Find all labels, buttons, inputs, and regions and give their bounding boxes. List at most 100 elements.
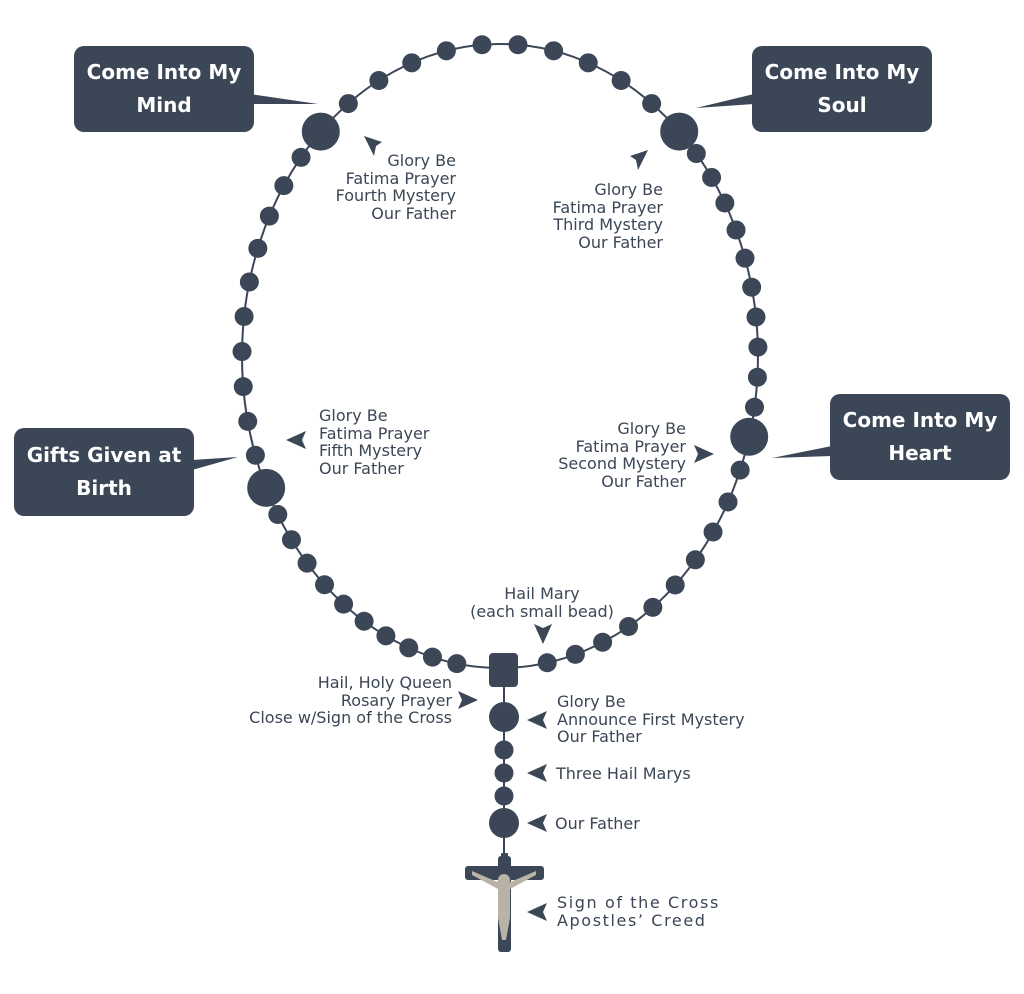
label-line: Announce First Mystery bbox=[557, 709, 745, 729]
callout-mind: Come Into My Mind bbox=[74, 46, 254, 132]
triangle-pointer-icon bbox=[694, 445, 714, 463]
pointer-group bbox=[286, 136, 714, 921]
triangle-pointer-icon bbox=[534, 624, 552, 644]
label-line: Fatima Prayer bbox=[319, 423, 430, 443]
small-bead bbox=[665, 575, 685, 595]
label-line: Our Father bbox=[555, 814, 640, 833]
small-bead bbox=[354, 611, 374, 631]
small-bead bbox=[268, 505, 288, 525]
label-line: Three Hail Marys bbox=[556, 764, 691, 783]
bead-loop bbox=[232, 35, 769, 674]
label-line: (each small bead) bbox=[470, 601, 614, 621]
label-line: Third Mystery bbox=[553, 215, 663, 234]
triangle-pointer-icon bbox=[630, 150, 648, 170]
large-bead bbox=[489, 808, 519, 838]
large-bead bbox=[301, 112, 340, 151]
label-line: Our Father bbox=[578, 232, 663, 252]
small-bead bbox=[245, 445, 265, 465]
small-bead bbox=[472, 35, 492, 55]
small-bead bbox=[746, 307, 766, 327]
small-bead bbox=[334, 594, 354, 614]
triangle-pointer-icon bbox=[527, 903, 547, 921]
large-bead bbox=[489, 702, 519, 732]
small-bead bbox=[748, 337, 768, 357]
small-bead bbox=[447, 654, 467, 674]
small-bead bbox=[369, 71, 389, 91]
small-bead bbox=[315, 575, 335, 595]
small-bead bbox=[686, 144, 706, 164]
callout-mind-line1: Come Into My bbox=[86, 60, 242, 84]
small-bead bbox=[718, 492, 738, 512]
small-bead bbox=[422, 647, 442, 667]
callout-tail-mind bbox=[250, 94, 318, 104]
label-line: Hail, Holy Queen bbox=[317, 673, 452, 692]
callout-heart-line2: Heart bbox=[888, 441, 952, 465]
small-bead bbox=[643, 597, 663, 617]
triangle-pointer-icon bbox=[458, 691, 478, 709]
small-bead bbox=[232, 342, 252, 362]
small-bead bbox=[239, 272, 259, 292]
label-hail-mary: Hail Mary (each small bead) bbox=[455, 585, 629, 620]
label-line: Fatima Prayer bbox=[575, 436, 686, 456]
small-bead bbox=[544, 41, 564, 61]
small-bead bbox=[248, 238, 268, 258]
callout-mind-line2: Mind bbox=[136, 93, 192, 117]
small-bead bbox=[234, 307, 254, 327]
small-bead bbox=[291, 147, 311, 167]
small-bead bbox=[537, 653, 557, 673]
large-bead bbox=[660, 112, 699, 151]
small-bead bbox=[685, 550, 705, 570]
small-bead bbox=[715, 193, 735, 213]
callout-tail-birth bbox=[192, 457, 238, 470]
small-bead bbox=[274, 176, 294, 196]
label-second-decade: Glory Be Fatima Prayer Second Mystery Ou… bbox=[516, 420, 686, 490]
small-bead bbox=[619, 617, 639, 637]
callout-tail-soul bbox=[696, 94, 754, 108]
triangle-pointer-icon bbox=[527, 814, 547, 832]
small-bead bbox=[642, 94, 662, 114]
small-bead bbox=[593, 632, 613, 652]
label-line: Fatima Prayer bbox=[345, 168, 456, 188]
label-line: Glory Be bbox=[617, 419, 686, 438]
callout-birth-line2: Birth bbox=[76, 476, 132, 500]
label-line: Our Father bbox=[601, 471, 686, 491]
triangle-pointer-icon bbox=[527, 764, 547, 782]
small-bead bbox=[726, 220, 746, 240]
triangle-pointer-icon bbox=[286, 431, 306, 449]
label-fifth-decade: Glory Be Fatima Prayer Fifth Mystery Our… bbox=[319, 407, 479, 477]
callout-soul-line1: Come Into My bbox=[764, 60, 920, 84]
small-bead bbox=[376, 626, 396, 646]
small-bead bbox=[747, 367, 767, 387]
small-bead bbox=[494, 740, 514, 760]
small-bead bbox=[259, 206, 279, 226]
small-bead bbox=[436, 41, 456, 61]
center-medal bbox=[489, 653, 518, 687]
label-line: Apostles’ Creed bbox=[557, 910, 707, 930]
small-bead bbox=[565, 644, 585, 664]
large-bead bbox=[730, 417, 769, 456]
label-line: Our Father bbox=[319, 458, 404, 478]
small-bead bbox=[494, 763, 514, 783]
label-line: Fourth Mystery bbox=[335, 186, 456, 205]
label-first-decade: Glory Be Announce First Mystery Our Fath… bbox=[557, 693, 771, 746]
callout-heart: Come Into My Heart bbox=[830, 394, 1010, 480]
label-our-father: Our Father bbox=[555, 815, 665, 833]
label-closing: Hail, Holy Queen Rosary Prayer Close w/S… bbox=[232, 674, 452, 727]
small-bead bbox=[702, 167, 722, 187]
callout-heart-line1: Come Into My bbox=[842, 408, 998, 432]
pendant-beads bbox=[489, 702, 519, 838]
label-line: Our Father bbox=[371, 203, 456, 223]
label-line: Glory Be bbox=[594, 180, 663, 199]
small-bead bbox=[508, 35, 528, 55]
label-line: Fifth Mystery bbox=[319, 441, 423, 460]
label-line: Close w/Sign of the Cross bbox=[249, 708, 452, 727]
label-line: Glory Be bbox=[319, 406, 388, 425]
label-line: Hail Mary bbox=[504, 584, 580, 603]
small-bead bbox=[494, 786, 514, 806]
small-bead bbox=[297, 553, 317, 573]
crucifix-icon bbox=[465, 853, 544, 952]
label-crucifix: Sign of the Cross Apostles’ Creed bbox=[557, 894, 757, 929]
